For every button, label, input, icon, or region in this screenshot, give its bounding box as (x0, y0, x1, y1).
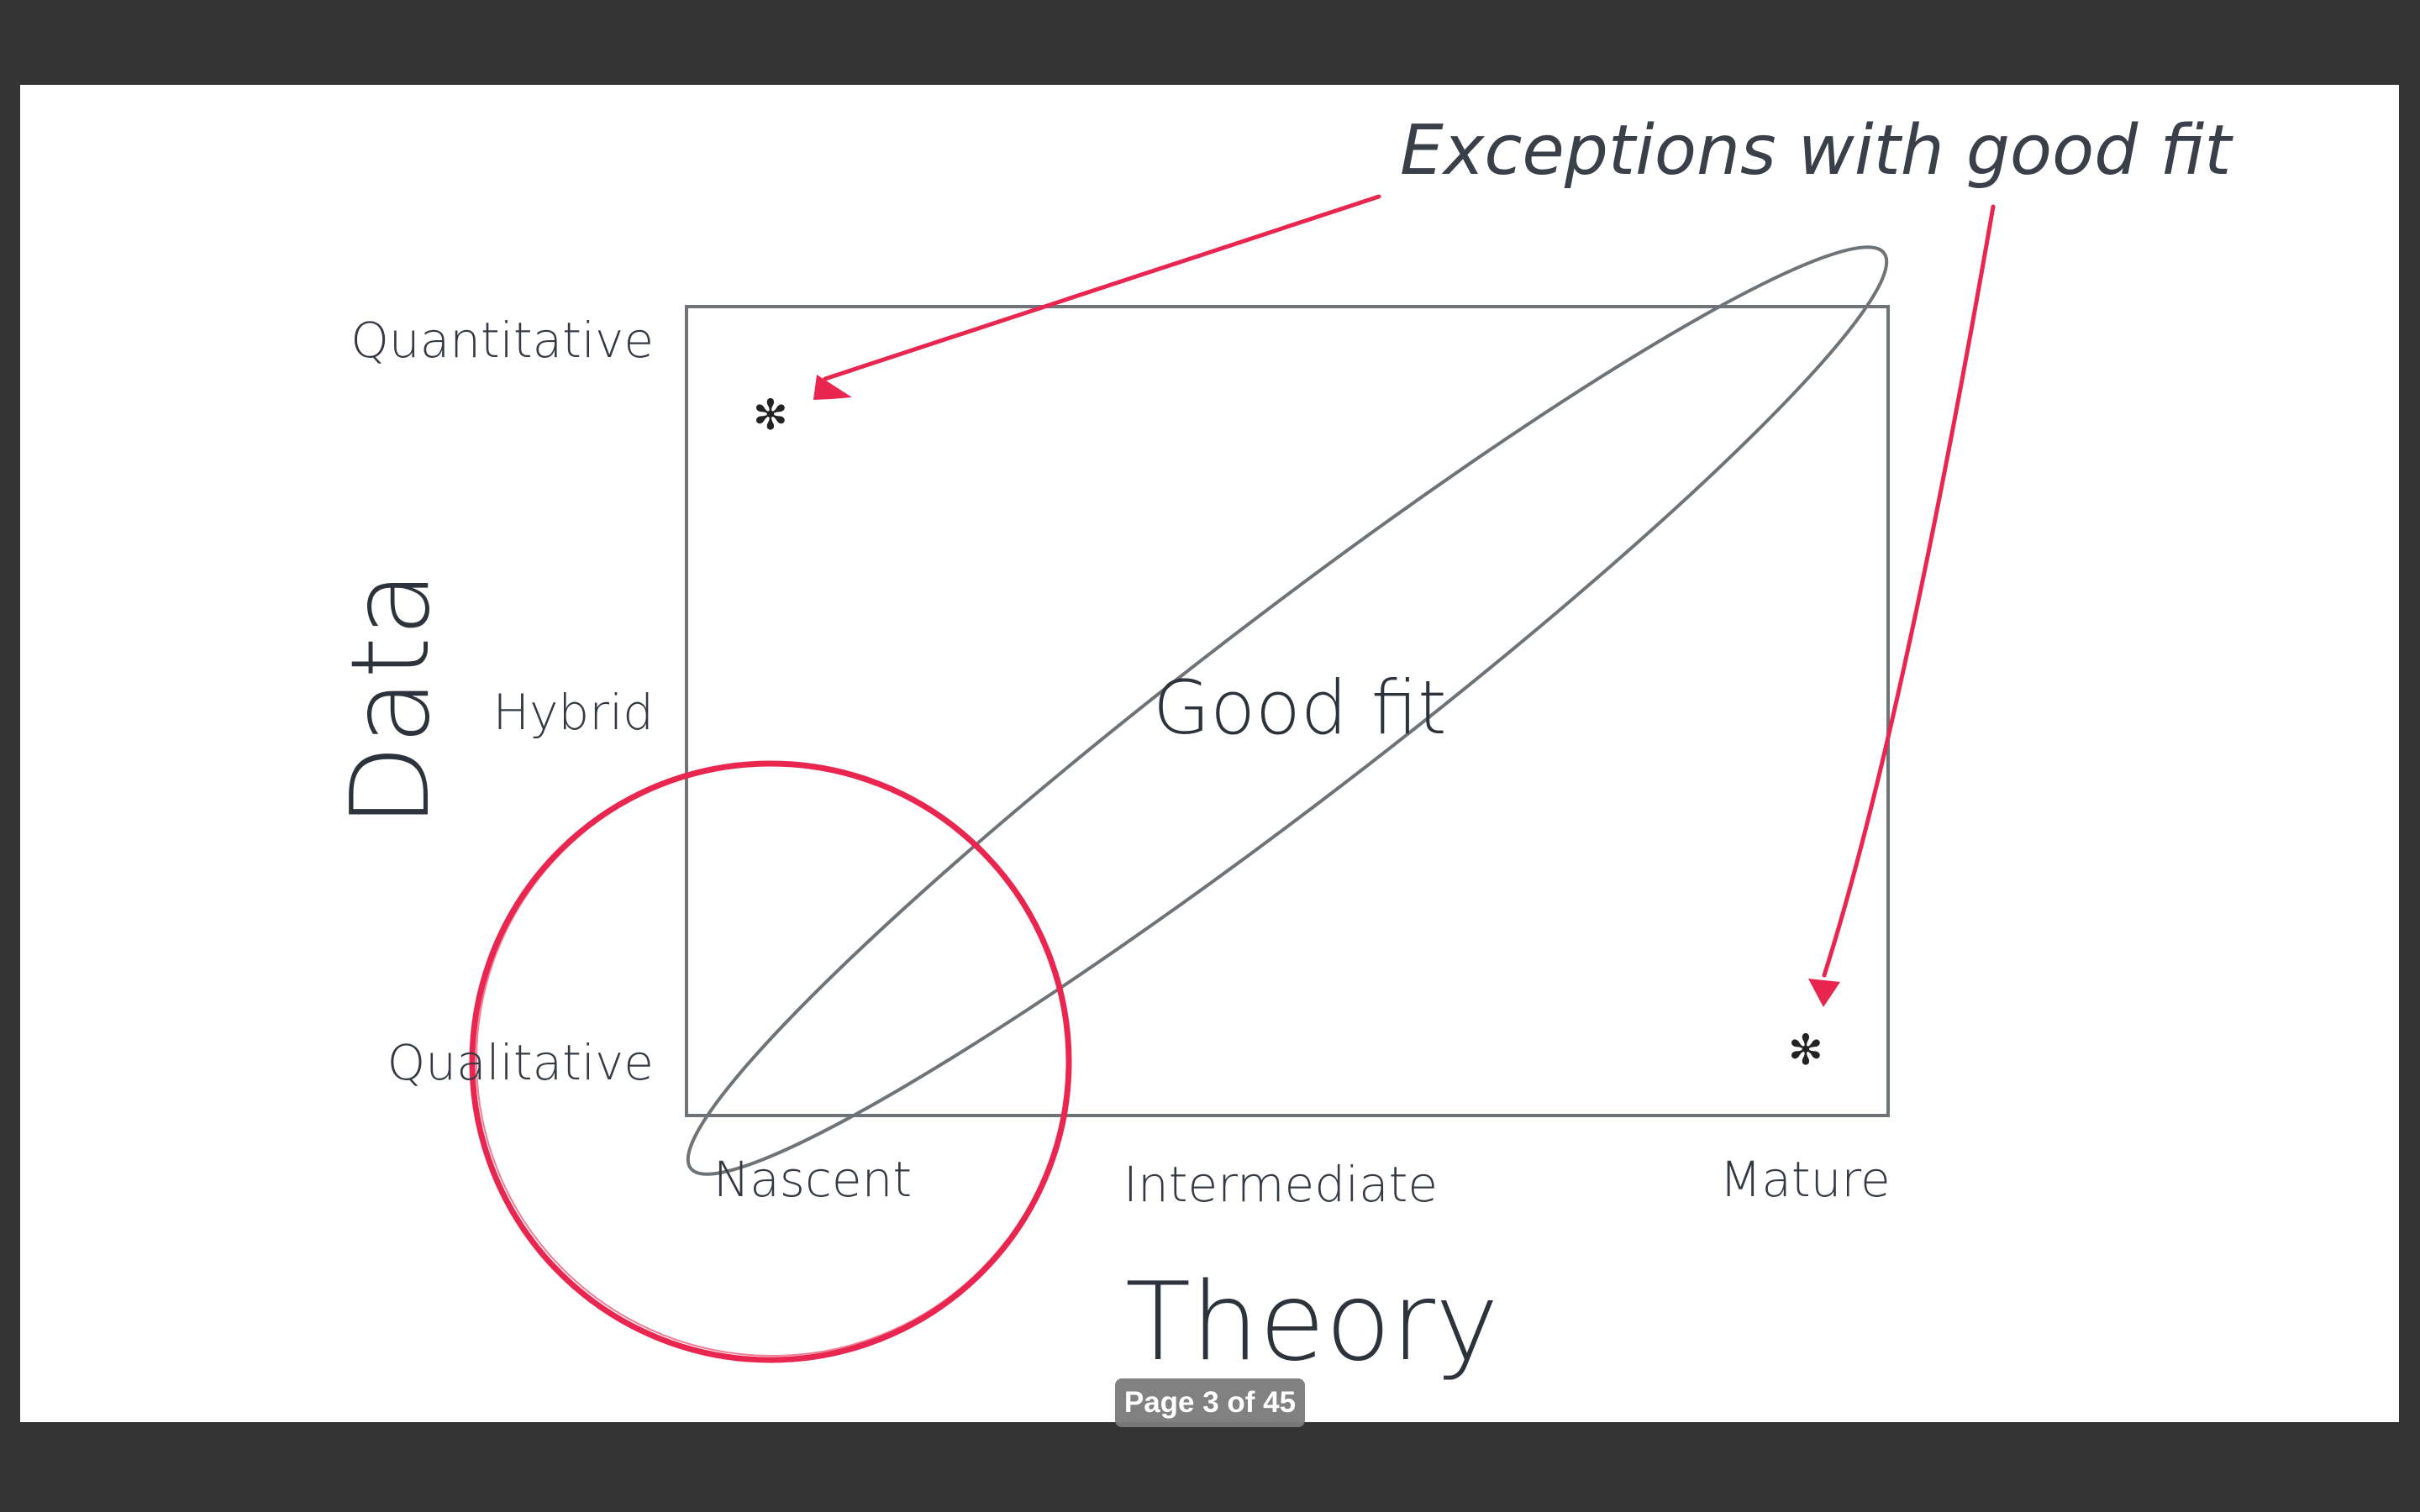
callout-arrowhead-left (813, 375, 852, 400)
y-tick-quantitative: Quantitative (350, 312, 654, 369)
exception-marker-top-left: ✻ (753, 391, 788, 439)
x-axis-title: Theory (1125, 1260, 1499, 1385)
callout-arrow-right (1822, 204, 1996, 978)
y-tick-qualitative: Qualitative (387, 1034, 654, 1091)
y-tick-hybrid: Hybrid (492, 684, 654, 741)
x-tick-intermediate: Intermediate (1123, 1156, 1439, 1213)
matrix-frame (685, 305, 1890, 1117)
callout-arrow-left (823, 194, 1381, 381)
callout-arrowhead-right (1808, 979, 1840, 1007)
exception-marker-bottom-right: ✻ (1788, 1026, 1823, 1074)
good-fit-ellipse (686, 245, 1889, 1176)
good-fit-label: Good fit (1153, 664, 1447, 751)
nascent-qualitative-circle-stroke2 (476, 764, 1069, 1357)
page-indicator-badge: Page 3 of 45 (1115, 1378, 1305, 1427)
y-axis-title: Data (329, 570, 454, 827)
slide-page: Exceptions with good fit Quantitative Hy… (20, 85, 2399, 1422)
callout-label: Exceptions with good fit (1400, 111, 2232, 191)
nascent-qualitative-circle (469, 760, 1072, 1363)
slide-graphics (469, 194, 1996, 1363)
x-tick-nascent: Nascent (713, 1151, 913, 1208)
x-tick-mature: Mature (1719, 1151, 1891, 1208)
